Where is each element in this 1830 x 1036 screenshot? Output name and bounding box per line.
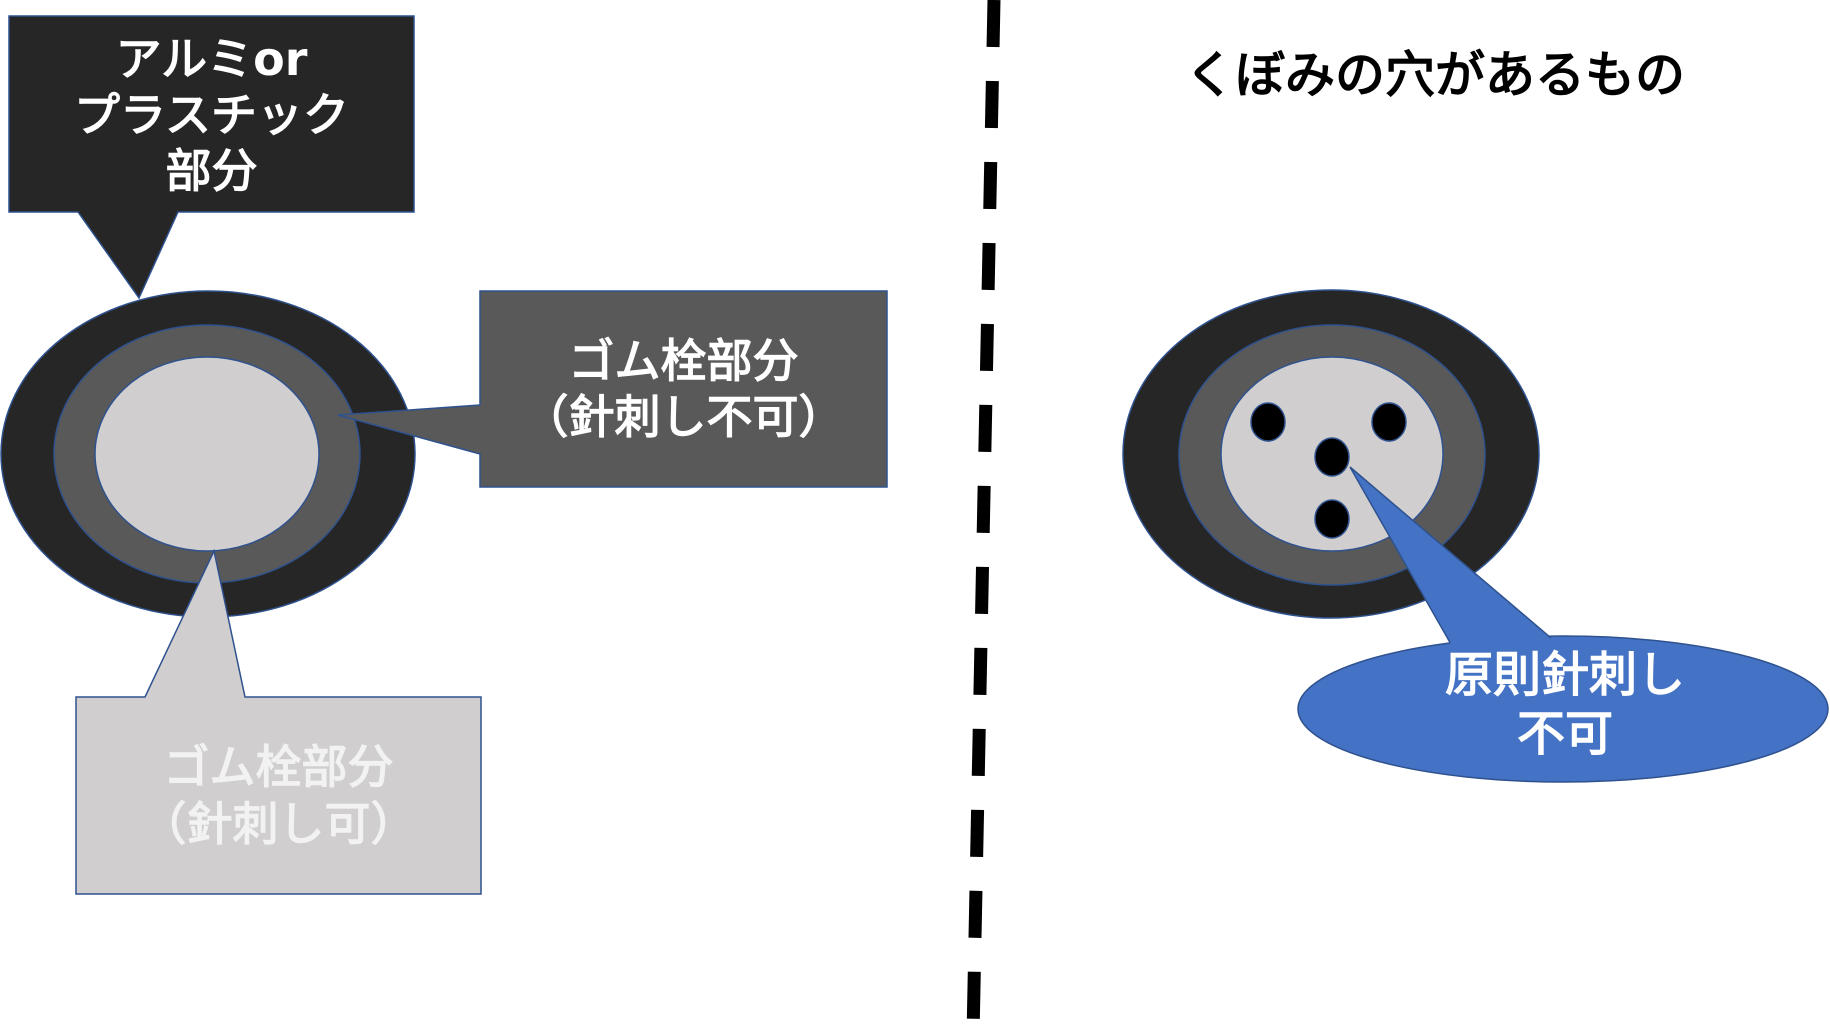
label-line: アルミor xyxy=(115,31,308,86)
hole xyxy=(1371,402,1407,442)
callout-rubber-ok-shape xyxy=(75,548,482,895)
dashed-divider xyxy=(966,0,1001,1036)
hole xyxy=(1314,499,1350,539)
inner-plug xyxy=(94,356,320,552)
label-line: 部分 xyxy=(165,144,258,199)
label-line: ゴム栓部分 xyxy=(163,740,394,795)
callout-principle-label: 原則針刺し 不可 xyxy=(1330,640,1800,770)
right-title: くぼみの穴があるもの xyxy=(1130,40,1740,110)
callout-principle-shape xyxy=(1297,466,1829,783)
callout-rubber-no-label: ゴム栓部分 （針刺し不可） xyxy=(480,291,887,487)
hole xyxy=(1250,402,1286,442)
callout-aluminum-shape xyxy=(8,15,415,300)
left-vial-cap xyxy=(0,290,416,618)
callout-rubber-no-shape xyxy=(337,290,888,488)
label-line: 原則針刺し xyxy=(1444,647,1685,704)
right-title-text: くぼみの穴があるもの xyxy=(1185,45,1685,104)
label-line: （針刺し不可） xyxy=(522,390,845,444)
label-line: プラスチック xyxy=(73,87,350,142)
label-line: 不可 xyxy=(1516,706,1613,762)
label-line: ゴム栓部分 xyxy=(568,333,799,388)
callout-rubber-ok-label: ゴム栓部分 （針刺し可） xyxy=(76,697,481,894)
callout-aluminum-label: アルミor プラスチック 部分 xyxy=(9,20,414,210)
right-vial-cap xyxy=(1122,289,1540,619)
label-line: （針刺し可） xyxy=(140,796,417,851)
hole xyxy=(1314,437,1350,477)
